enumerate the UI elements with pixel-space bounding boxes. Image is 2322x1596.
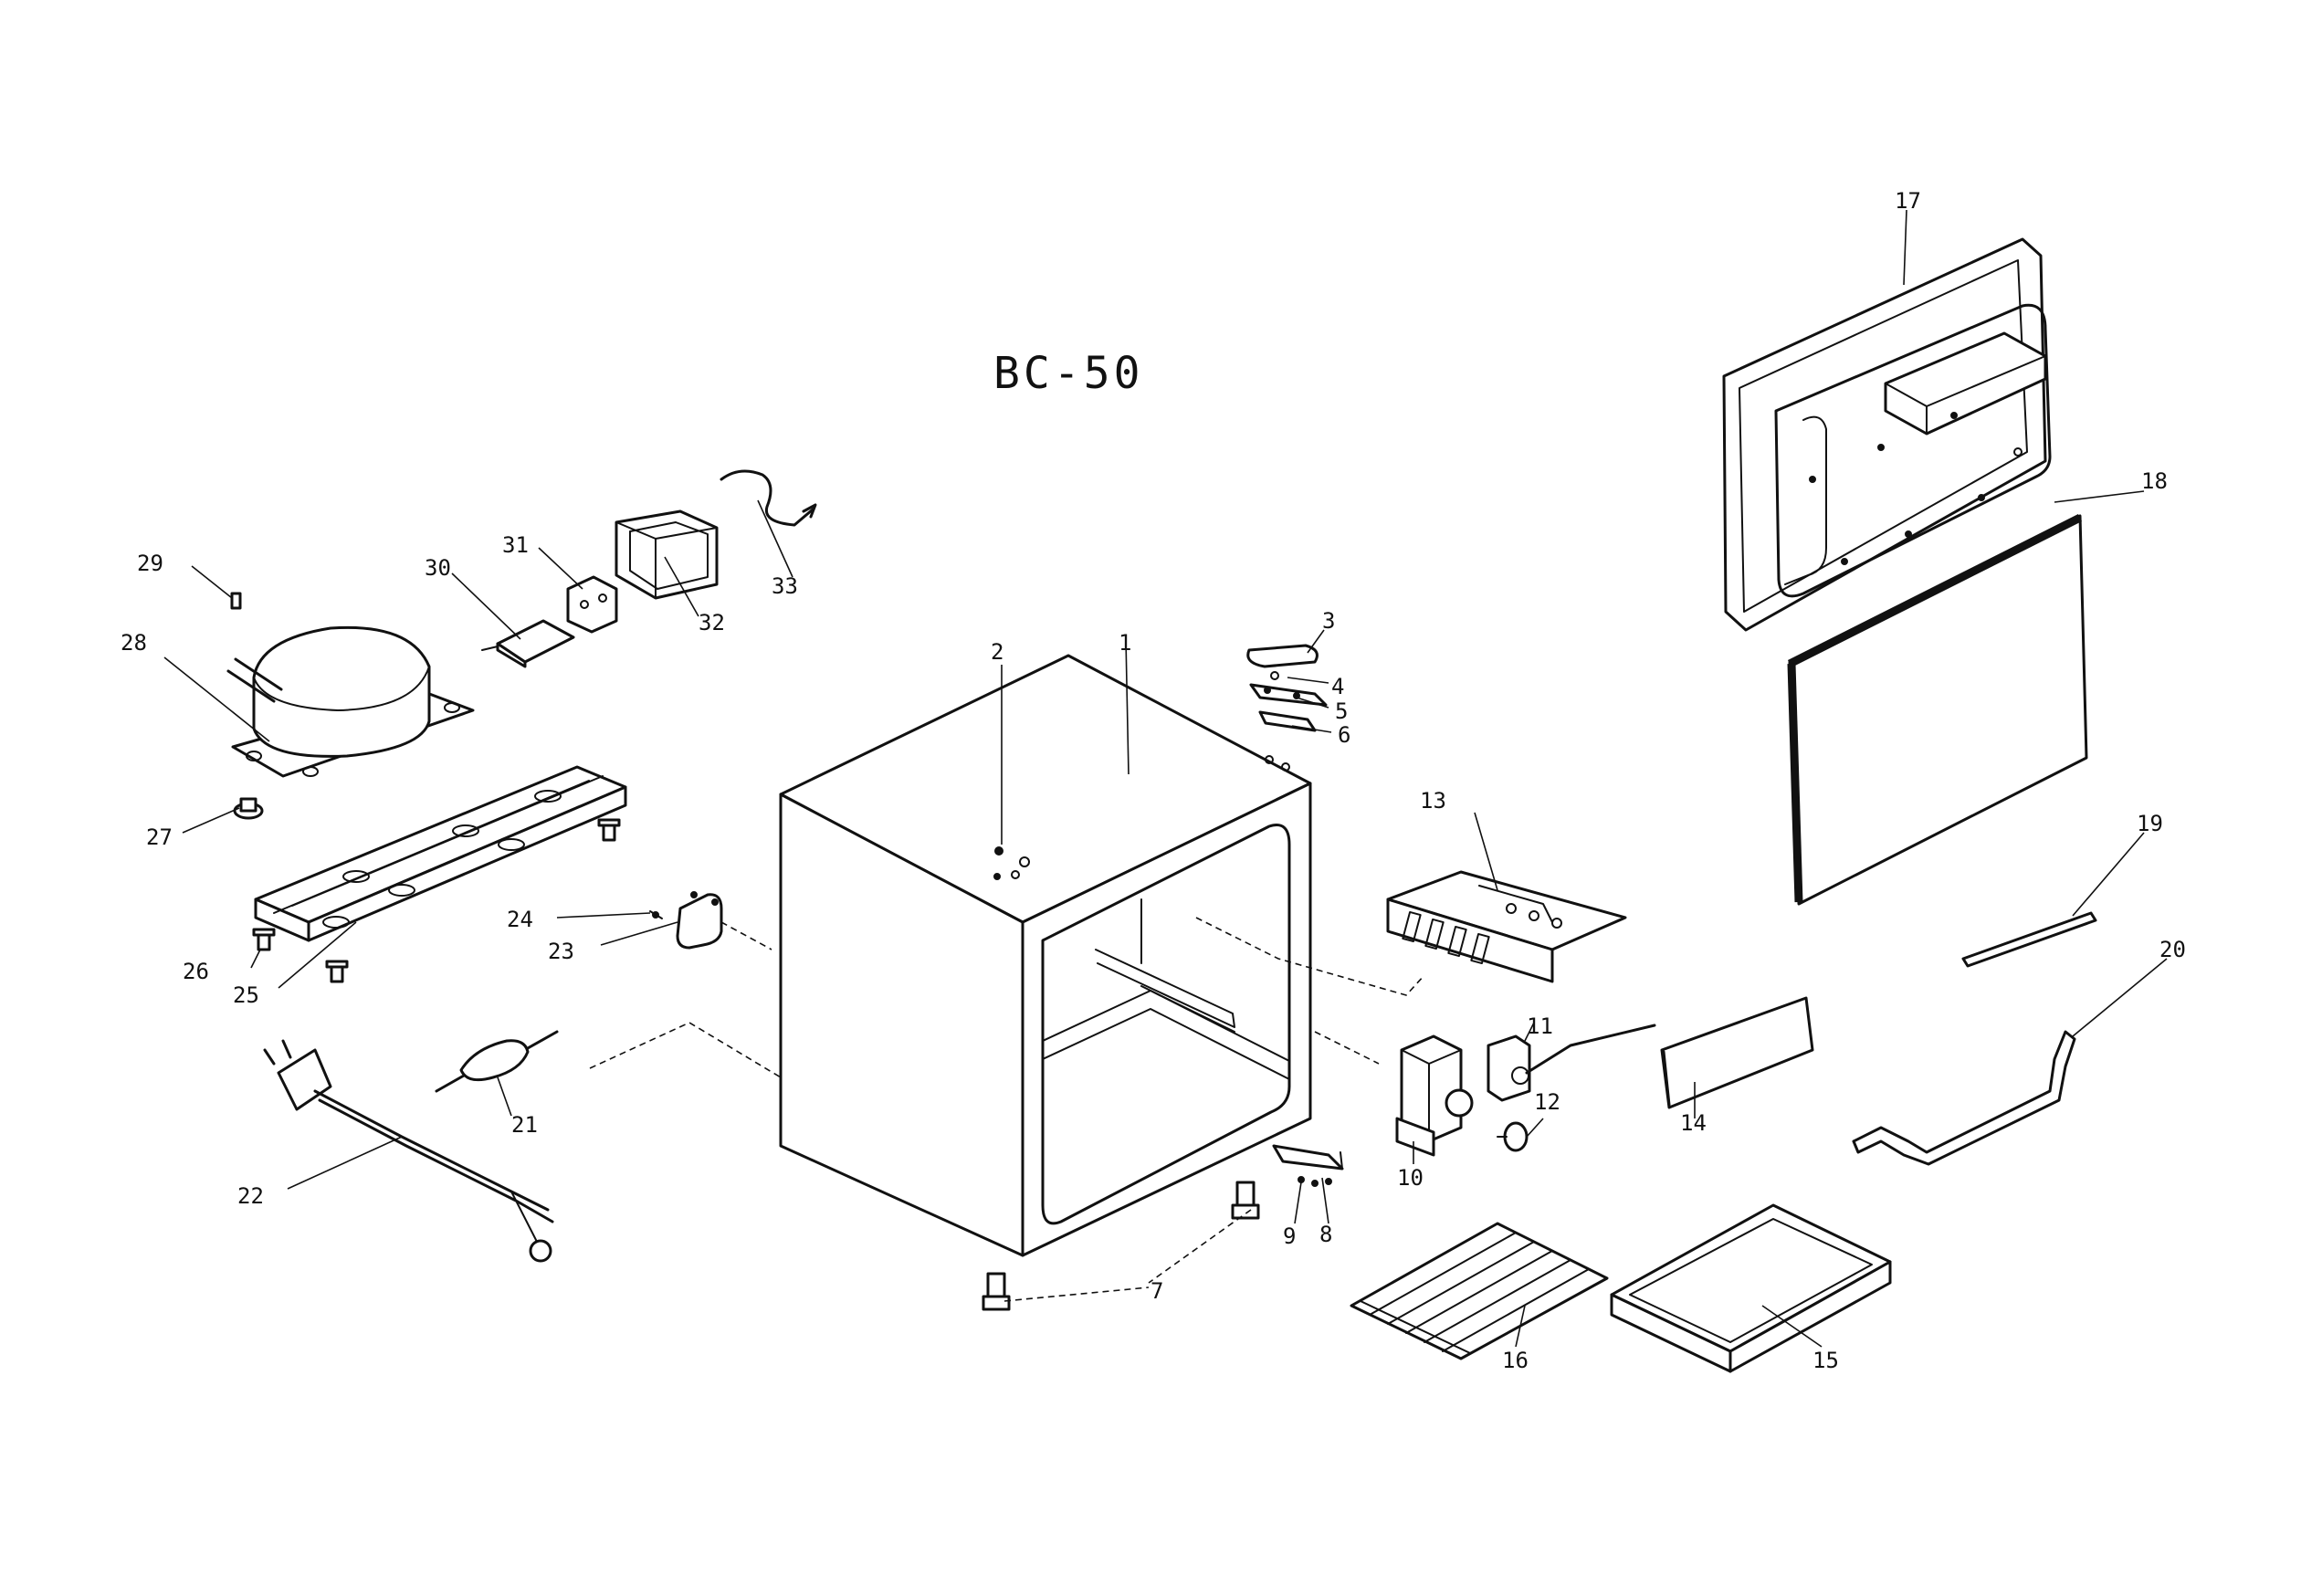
label-8: 8 <box>1319 1222 1332 1247</box>
label-15: 15 <box>1812 1348 1839 1373</box>
relay-cover-plate <box>481 619 575 668</box>
top-screws <box>993 665 1030 880</box>
cabinet-body <box>779 654 1312 1257</box>
top-hinge-set <box>1246 644 1328 732</box>
assembly-guides <box>589 917 1425 1078</box>
power-cord <box>263 1039 554 1263</box>
label-10: 10 <box>1397 1165 1424 1191</box>
label-28: 28 <box>121 630 147 656</box>
seal-strip <box>1961 911 2097 968</box>
label-24: 24 <box>507 907 533 932</box>
adjustable-feet <box>982 1181 1260 1311</box>
label-1: 1 <box>1119 630 1131 656</box>
label-32: 32 <box>699 610 725 635</box>
wire-shelf <box>1350 1222 1609 1360</box>
label-26: 26 <box>183 959 209 984</box>
label-9: 9 <box>1283 1223 1296 1249</box>
label-2: 2 <box>991 639 1003 665</box>
terminal-cover <box>615 509 719 600</box>
compressor <box>226 625 475 778</box>
label-25: 25 <box>233 982 259 1008</box>
label-4: 4 <box>1331 674 1344 699</box>
label-14: 14 <box>1680 1110 1707 1136</box>
overload-protector <box>566 575 618 634</box>
capacitor <box>435 1030 559 1093</box>
label-27: 27 <box>146 824 173 850</box>
part-labels: 1 2 3 4 5 6 7 8 9 10 11 12 13 14 15 16 1… <box>121 188 2186 1373</box>
label-5: 5 <box>1335 698 1348 724</box>
compressor-rail <box>254 765 627 942</box>
label-30: 30 <box>425 555 451 581</box>
label-6: 6 <box>1338 722 1350 748</box>
connecting-wire <box>720 469 817 527</box>
label-23: 23 <box>548 939 574 964</box>
label-18: 18 <box>2141 468 2168 494</box>
label-13: 13 <box>1420 788 1446 814</box>
label-7: 7 <box>1150 1278 1163 1304</box>
lamp-holder <box>1487 1024 1656 1102</box>
label-11: 11 <box>1527 1013 1553 1039</box>
evaporator <box>1386 870 1627 983</box>
drip-tray <box>1610 1203 1892 1373</box>
handle-bar <box>1852 1030 2076 1166</box>
rail-screws <box>252 818 621 983</box>
relay-bracket <box>649 891 723 950</box>
label-3: 3 <box>1322 608 1335 634</box>
chiller-door <box>1660 996 1814 1109</box>
label-20: 20 <box>2159 937 2186 962</box>
label-29: 29 <box>137 551 163 576</box>
leader-lines <box>163 209 2168 1348</box>
label-21: 21 <box>511 1112 538 1138</box>
bottom-hinge <box>1272 1144 1344 1187</box>
label-31: 31 <box>502 532 529 558</box>
control-knob <box>1497 1121 1529 1152</box>
model-title: BC-50 <box>993 348 1144 399</box>
label-12: 12 <box>1534 1089 1560 1115</box>
label-33: 33 <box>772 573 798 599</box>
label-19: 19 <box>2137 811 2163 836</box>
door-panel <box>1787 513 2088 906</box>
label-22: 22 <box>237 1183 264 1209</box>
label-16: 16 <box>1502 1348 1529 1373</box>
label-17: 17 <box>1895 188 1921 214</box>
process-cap <box>230 592 242 610</box>
door-liner <box>1722 237 2052 632</box>
thermostat-box <box>1395 1034 1474 1157</box>
